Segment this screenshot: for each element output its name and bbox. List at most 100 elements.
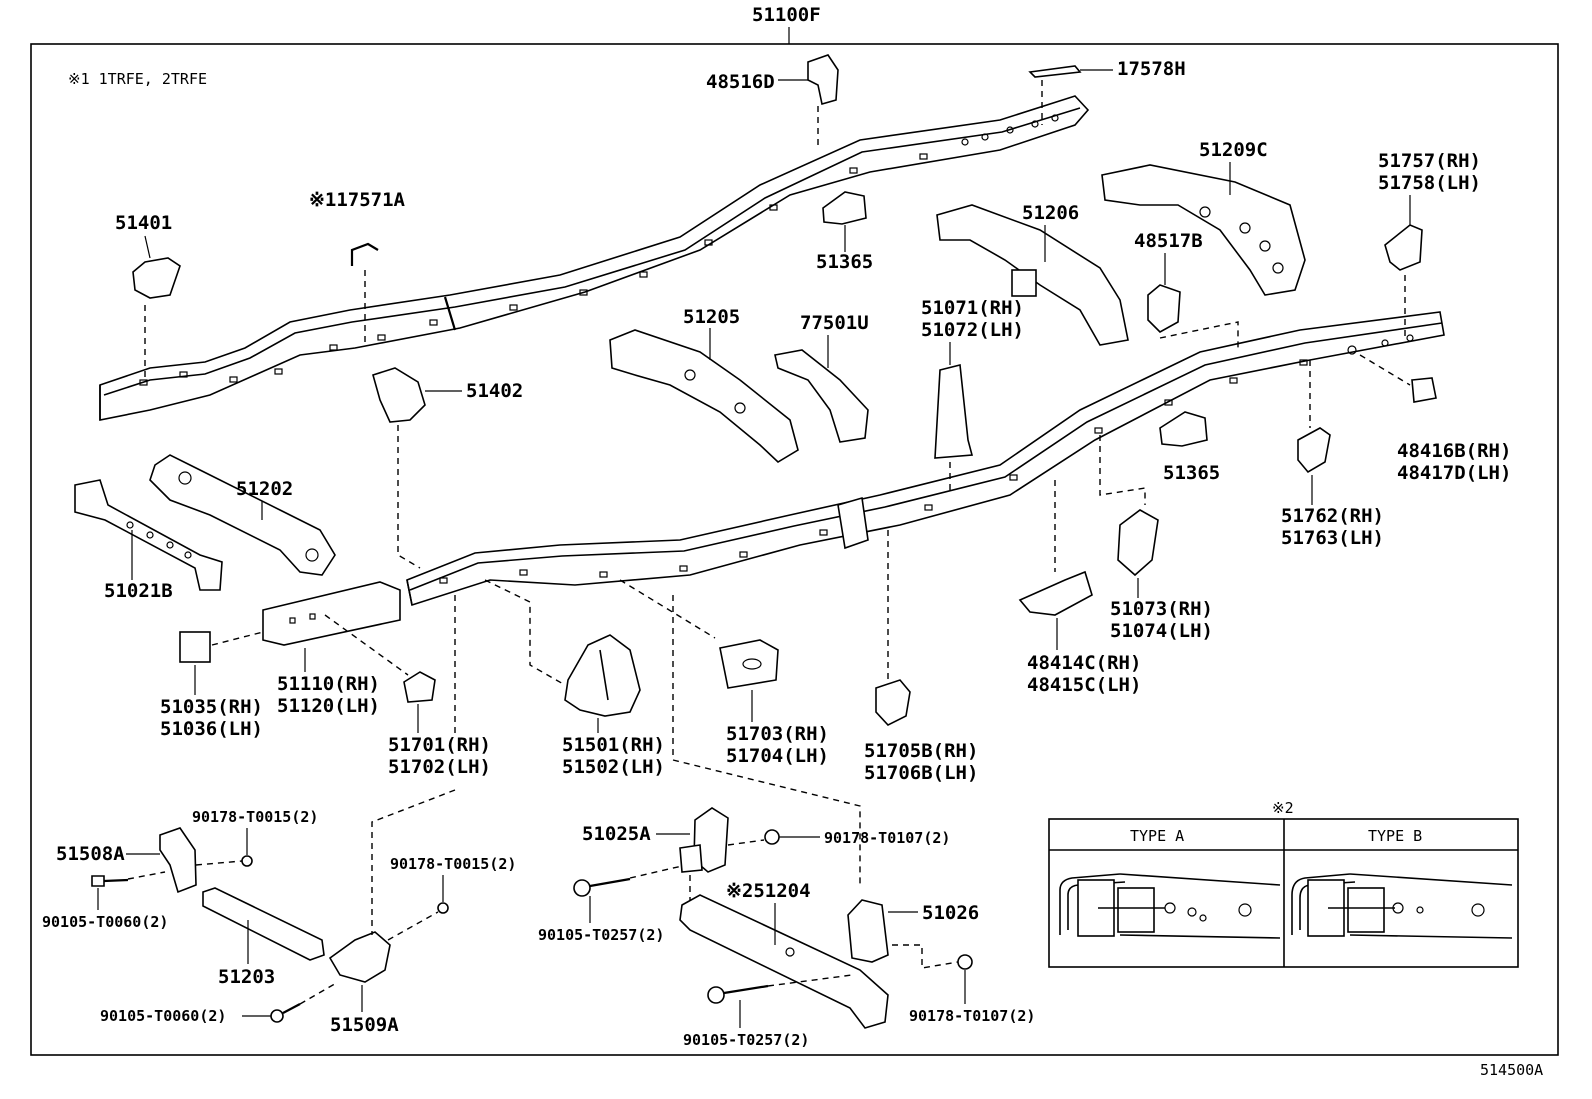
part-51110-51120[interactable]: 51110(RH) 51120(LH): [262, 581, 401, 717]
svg-text:90178-T0107(2): 90178-T0107(2): [824, 829, 950, 847]
svg-text:51705B(RH): 51705B(RH): [864, 740, 978, 762]
part-48517B[interactable]: 48517B: [1134, 230, 1239, 350]
svg-text:51209C: 51209C: [1199, 139, 1268, 161]
part-48516D[interactable]: 48516D: [706, 54, 839, 150]
part-51205[interactable]: 51205: [609, 306, 799, 463]
part-51025A[interactable]: 51025A: [582, 807, 729, 900]
part-48416B-48417D[interactable]: 48416B(RH) 48417D(LH): [1359, 354, 1511, 484]
svg-text:51701(RH): 51701(RH): [388, 734, 491, 756]
svg-text:51071(RH): 51071(RH): [921, 297, 1024, 319]
svg-text:51025A: 51025A: [582, 823, 651, 845]
part-51701-51702[interactable]: 51701(RH) 51702(LH): [324, 595, 491, 778]
svg-text:51026: 51026: [922, 902, 979, 924]
part-51762-51763[interactable]: 51762(RH) 51763(LH): [1281, 360, 1384, 549]
svg-text:51120(LH): 51120(LH): [277, 695, 380, 717]
svg-text:90178-T0015(2): 90178-T0015(2): [192, 808, 318, 826]
part-51035-51036[interactable]: 51035(RH) 51036(LH): [160, 631, 264, 740]
svg-text:51509A: 51509A: [330, 1014, 399, 1036]
part-51203[interactable]: 51203: [202, 887, 325, 988]
rail-holes-upper: [139, 114, 1059, 386]
svg-text:51074(LH): 51074(LH): [1110, 620, 1213, 642]
svg-text:※251204: ※251204: [726, 880, 811, 902]
type-table: ※2 TYPE A TYPE B: [1048, 799, 1519, 968]
part-51703-51704[interactable]: 51703(RH) 51704(LH): [619, 579, 829, 767]
part-51509A[interactable]: 51509A: [328, 789, 456, 1036]
part-90178-T0107-a[interactable]: 90178-T0107(2): [727, 829, 950, 847]
svg-text:48517B: 48517B: [1134, 230, 1203, 252]
svg-text:90178-T0107(2): 90178-T0107(2): [909, 1007, 1035, 1025]
svg-text:51501(RH): 51501(RH): [562, 734, 665, 756]
svg-text:51202: 51202: [236, 478, 293, 500]
part-51204[interactable]: ※251204: [679, 880, 889, 1029]
svg-text:51502(LH): 51502(LH): [562, 756, 665, 778]
svg-text:51401: 51401: [115, 212, 172, 234]
assembly-number[interactable]: 51100F: [752, 4, 821, 26]
part-51206[interactable]: 51206: [936, 202, 1129, 346]
part-77501U[interactable]: 77501U: [774, 312, 869, 443]
part-90178-T0107-b[interactable]: 90178-T0107(2): [909, 954, 1035, 1025]
part-51071-51072[interactable]: 51071(RH) 51072(LH): [921, 297, 1024, 492]
svg-text:51763(LH): 51763(LH): [1281, 527, 1384, 549]
svg-text:51762(RH): 51762(RH): [1281, 505, 1384, 527]
part-51365-upper[interactable]: 51365: [816, 191, 873, 273]
svg-text:51402: 51402: [466, 380, 523, 402]
figure-id: 514500A: [1480, 1061, 1543, 1079]
part-90105-T0257-a[interactable]: 90105-T0257(2): [538, 865, 683, 944]
part-17578H[interactable]: 17578H: [1028, 58, 1186, 125]
part-51073-51074[interactable]: 51073(RH) 51074(LH): [1099, 435, 1213, 642]
type-b-illustration: [1291, 873, 1513, 939]
svg-text:51508A: 51508A: [56, 843, 125, 865]
type-b-label: TYPE B: [1368, 827, 1422, 845]
svg-text:51073(RH): 51073(RH): [1110, 598, 1213, 620]
svg-text:90105-T0060(2): 90105-T0060(2): [42, 913, 168, 931]
part-17571A[interactable]: ※117571A: [309, 189, 406, 342]
part-51026[interactable]: 51026: [847, 899, 979, 969]
rail-mid-joint: [837, 496, 869, 550]
part-48414C-48415C[interactable]: 48414C(RH) 48415C(LH): [1018, 480, 1141, 696]
svg-text:※117571A: ※117571A: [309, 189, 406, 211]
part-51202[interactable]: 51202: [149, 454, 336, 576]
part-51501-51502[interactable]: 51501(RH) 51502(LH): [484, 579, 861, 888]
part-51021B[interactable]: 51021B: [74, 479, 223, 602]
part-51209C[interactable]: 51209C: [1101, 139, 1306, 296]
part-51401[interactable]: 51401: [115, 212, 181, 380]
svg-text:51702(LH): 51702(LH): [388, 756, 491, 778]
svg-text:51703(RH): 51703(RH): [726, 723, 829, 745]
part-51402[interactable]: 51402: [372, 367, 523, 569]
svg-text:51206: 51206: [1022, 202, 1079, 224]
part-90105-T0060-b[interactable]: 90105-T0060(2): [100, 981, 339, 1025]
part-51705B-51706B[interactable]: 51705B(RH) 51706B(LH): [864, 530, 978, 784]
svg-text:48416B(RH): 48416B(RH): [1397, 440, 1511, 462]
svg-text:48516D: 48516D: [706, 71, 775, 93]
svg-text:51704(LH): 51704(LH): [726, 745, 829, 767]
svg-text:48417D(LH): 48417D(LH): [1397, 462, 1511, 484]
svg-text:48415C(LH): 48415C(LH): [1027, 674, 1141, 696]
part-51757-51758[interactable]: 51757(RH) 51758(LH): [1378, 150, 1481, 340]
svg-text:77501U: 77501U: [800, 312, 869, 334]
part-51508A[interactable]: 51508A: [56, 827, 197, 894]
svg-text:51365: 51365: [1163, 462, 1220, 484]
type-table-mark: ※2: [1272, 799, 1294, 817]
rail-holes-lower: [439, 334, 1414, 584]
svg-text:90105-T0257(2): 90105-T0257(2): [538, 926, 664, 944]
svg-text:51035(RH): 51035(RH): [160, 696, 263, 718]
part-90178-T0015-b[interactable]: 90178-T0015(2): [390, 855, 516, 914]
part-90105-T0060-a[interactable]: 90105-T0060(2): [42, 871, 168, 931]
svg-text:51036(LH): 51036(LH): [160, 718, 263, 740]
svg-text:51205: 51205: [683, 306, 740, 328]
part-90178-T0015-a[interactable]: 90178-T0015(2): [192, 808, 318, 867]
svg-text:51203: 51203: [218, 966, 275, 988]
svg-text:48414C(RH): 48414C(RH): [1027, 652, 1141, 674]
frame-side-rail-upper[interactable]: [99, 95, 1090, 421]
type-a-illustration: [1059, 873, 1281, 939]
svg-text:51706B(LH): 51706B(LH): [864, 762, 978, 784]
svg-text:51757(RH): 51757(RH): [1378, 150, 1481, 172]
part-51365-lower[interactable]: 51365: [1159, 411, 1220, 484]
frame-side-rail-lower[interactable]: [406, 311, 1445, 607]
part-90105-T0257-b[interactable]: 90105-T0257(2): [683, 974, 853, 1049]
svg-text:51110(RH): 51110(RH): [277, 673, 380, 695]
svg-text:51758(LH): 51758(LH): [1378, 172, 1481, 194]
svg-text:51365: 51365: [816, 251, 873, 273]
diagram-border: [30, 43, 1559, 1056]
